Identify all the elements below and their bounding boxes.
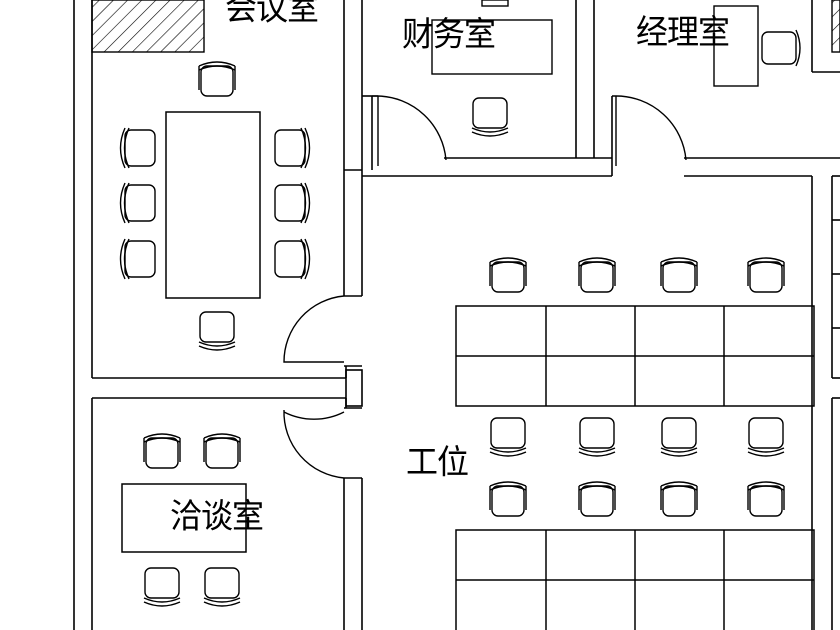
workstation-chairs-row2 — [489, 417, 785, 457]
workstation-desks-upper — [455, 305, 815, 407]
walls — [73, 0, 840, 630]
hatched-area — [831, 0, 840, 53]
manager-chair — [761, 29, 801, 67]
room-label-workstations: 工位 — [406, 442, 469, 482]
manager-desk — [713, 5, 759, 87]
room-label-meeting: 洽谈室 — [170, 496, 264, 536]
room-label-conference: 会议室 — [225, 0, 319, 28]
doors — [283, 95, 687, 479]
workstation-chairs-row1 — [489, 257, 785, 293]
room-label-manager: 经理室 — [636, 12, 730, 52]
finance-chair — [471, 97, 509, 137]
conference-table — [165, 111, 261, 299]
conference-chairs — [119, 61, 311, 351]
meeting-table — [121, 483, 247, 553]
workstation-desks-lower — [455, 529, 815, 630]
finance-desk — [431, 0, 553, 75]
hatched-area — [91, 0, 205, 53]
room-label-finance: 财务室 — [402, 14, 496, 54]
workstation-chairs-row3 — [489, 481, 785, 517]
